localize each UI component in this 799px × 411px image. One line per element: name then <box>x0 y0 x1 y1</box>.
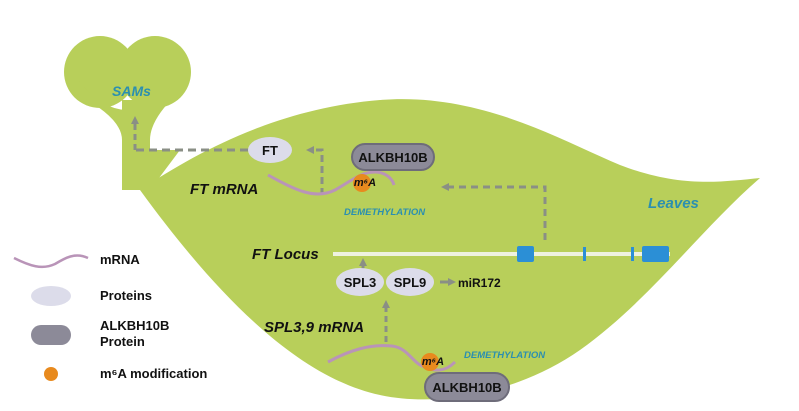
leaves-label: Leaves <box>648 195 699 212</box>
ft-mrna-strand <box>267 170 396 196</box>
m6a-bottom-label: m⁶A <box>422 356 444 368</box>
m6a-modification-top <box>353 174 371 192</box>
m6a-modification-icon <box>44 367 58 381</box>
leaf-petiole <box>122 150 180 190</box>
legend: mRNA Proteins ALKBH10B Protein m⁶A modif… <box>13 252 207 381</box>
leaf-shape <box>140 99 760 400</box>
exon-1 <box>517 246 534 262</box>
demethylation-bottom-label: DEMETHYLATION <box>464 350 546 361</box>
ft-mrna-label: FT mRNA <box>190 181 258 198</box>
mrna-to-ft-arrow <box>306 146 324 195</box>
spl3-protein <box>336 268 384 296</box>
legend-proteins-label: Proteins <box>100 288 152 303</box>
mir172-label: miR172 <box>458 276 501 290</box>
ft-protein-label: FT <box>262 143 278 158</box>
spl-mrna-label: SPL3,9 mRNA <box>264 319 364 336</box>
mrna-icon <box>13 254 89 269</box>
spl-mrna-strand <box>327 344 457 372</box>
legend-m6a-label: m⁶A modification <box>100 366 207 381</box>
legend-alkbh10b-label-line2: Protein <box>100 334 145 349</box>
alkbh10b-bottom-label: ALKBH10B <box>432 380 501 395</box>
exon-3 <box>631 247 634 261</box>
locus-to-mrna-arrow <box>441 183 547 240</box>
demethylation-top-label: DEMETHYLATION <box>344 207 426 218</box>
spl9-label: SPL9 <box>394 275 427 290</box>
spl3-label: SPL3 <box>344 275 377 290</box>
legend-alkbh10b-label-line1: ALKBH10B <box>100 318 169 333</box>
alkbh10b-top-label: ALKBH10B <box>358 150 427 165</box>
sams-label: SAMs <box>112 83 151 99</box>
exon-2 <box>583 247 586 261</box>
exon-4 <box>642 246 669 262</box>
protein-icon <box>31 286 71 306</box>
legend-mrna-label: mRNA <box>100 252 140 267</box>
alkbh10b-protein-icon <box>31 325 71 345</box>
alkbh10b-protein-bottom <box>424 372 510 402</box>
m6a-modification-bottom <box>421 353 439 371</box>
alkbh10b-protein-top <box>351 143 435 171</box>
m6a-top-label: m⁶A <box>354 177 376 189</box>
ft-locus-label: FT Locus <box>252 246 319 263</box>
spl9-protein <box>386 268 434 296</box>
ft-protein <box>248 137 292 163</box>
